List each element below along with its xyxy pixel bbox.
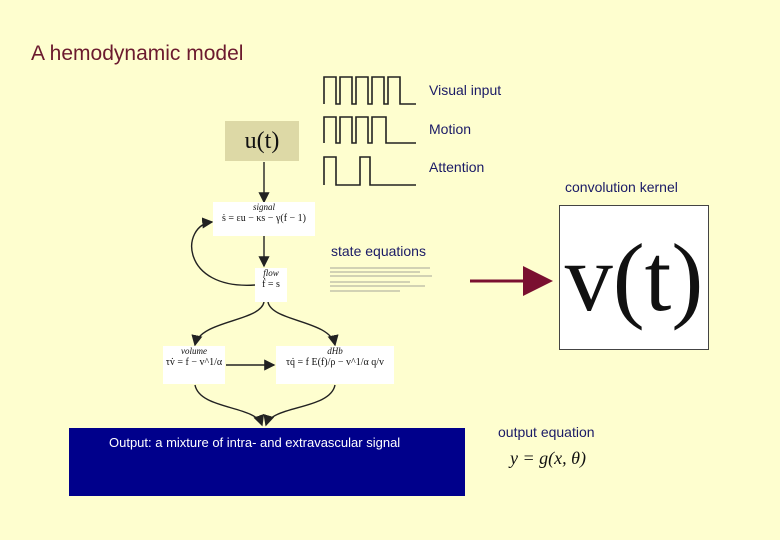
volume-equation: τv̇ = f − v^1/α bbox=[165, 357, 223, 368]
visual-input-label: Visual input bbox=[429, 82, 502, 98]
arrow-flow-to-volume bbox=[191, 301, 265, 347]
arrow-dhb-to-output bbox=[263, 384, 336, 427]
signal-caption: signal bbox=[252, 202, 275, 212]
input-node: u(t) bbox=[225, 121, 299, 161]
flow-equation: ḟ = s bbox=[262, 279, 280, 290]
attention-train bbox=[323, 156, 416, 186]
dhb-equation: τq̇ = f E(f)/ρ − v^1/α q/v bbox=[286, 357, 384, 368]
arrow-flow-to-dhb bbox=[267, 301, 339, 347]
flow-caption: flow bbox=[263, 268, 279, 278]
output-equation-label: output equation bbox=[498, 424, 595, 440]
volume-caption: volume bbox=[181, 346, 207, 356]
motion-train bbox=[323, 116, 416, 144]
arrow-volume-to-output bbox=[194, 384, 265, 427]
visual-input-train bbox=[323, 76, 416, 105]
dhb-caption: dHb bbox=[327, 346, 343, 356]
signal-equation: ṡ = εu − κs − γ(f − 1) bbox=[222, 213, 306, 224]
kernel-label: convolution kernel bbox=[565, 179, 678, 195]
kernel-box: v(t) bbox=[559, 205, 709, 350]
signal-node: signal ṡ = εu − κs − γ(f − 1) bbox=[213, 202, 315, 236]
dhb-node: dHb τq̇ = f E(f)/ρ − v^1/α q/v bbox=[276, 346, 394, 384]
state-equations-block bbox=[330, 267, 432, 292]
input-node-symbol: u(t) bbox=[244, 127, 280, 154]
arrow-flow-feedback bbox=[191, 217, 256, 286]
state-equations-label: state equations bbox=[331, 243, 426, 259]
kernel-symbol: v(t) bbox=[564, 224, 704, 331]
output-label: Output: a mixture of intra- and extravas… bbox=[109, 435, 401, 450]
flow-node: flow ḟ = s bbox=[255, 268, 287, 302]
volume-node: volume τv̇ = f − v^1/α bbox=[163, 346, 225, 384]
attention-label: Attention bbox=[429, 159, 485, 175]
page-title: A hemodynamic model bbox=[31, 42, 244, 65]
output-box bbox=[69, 428, 465, 496]
output-equation: y = g(x, θ) bbox=[510, 448, 586, 468]
motion-label: Motion bbox=[429, 121, 472, 137]
